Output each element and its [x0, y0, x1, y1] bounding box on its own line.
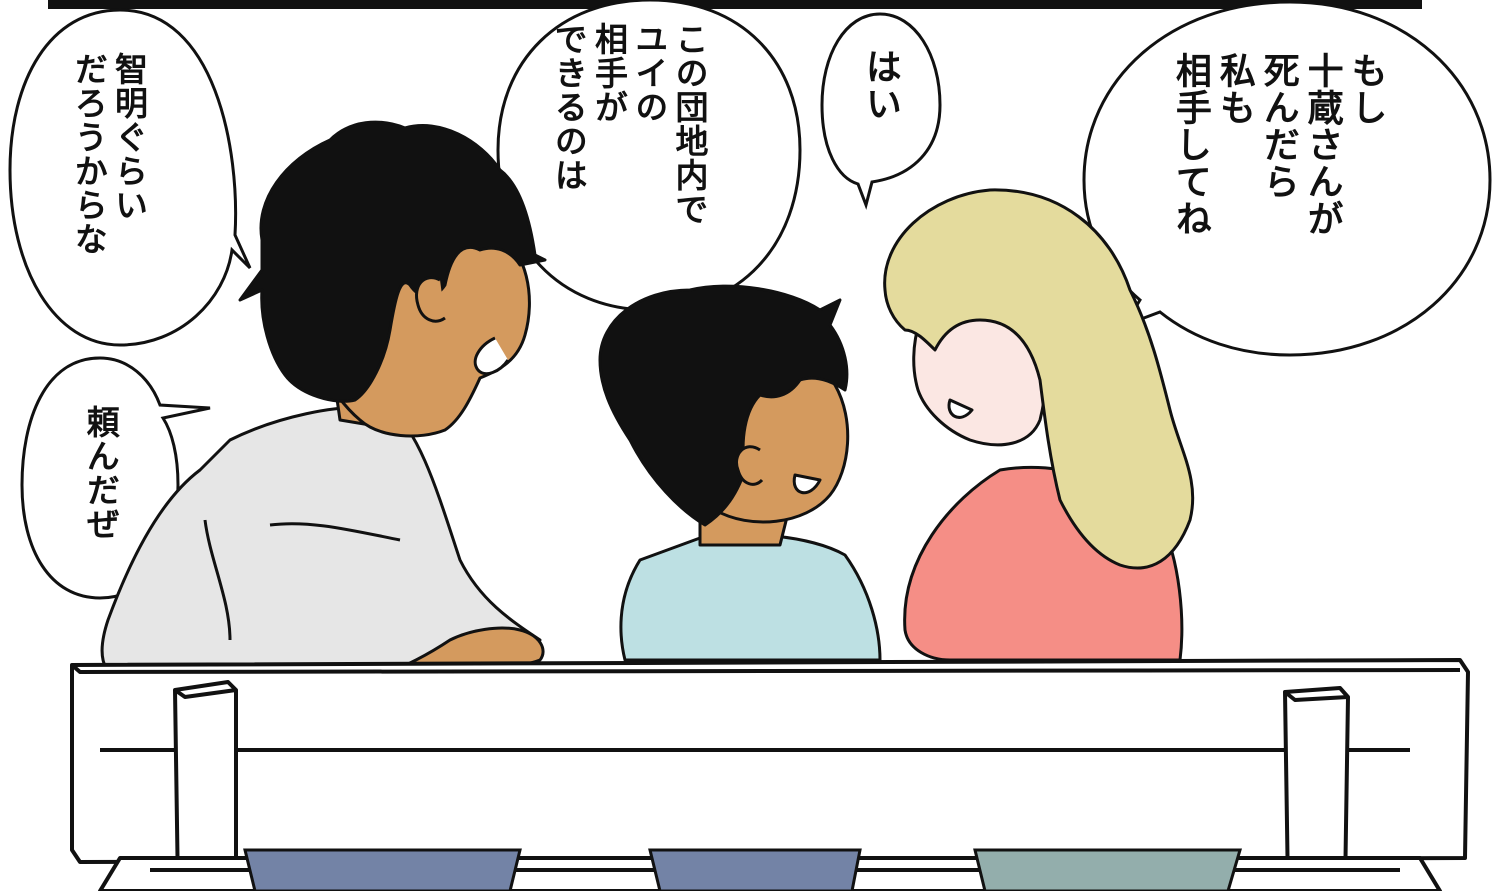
bubble-hai — [820, 12, 942, 210]
bench-backrest — [70, 658, 1470, 864]
woman-figure — [883, 188, 1195, 662]
bubble-text-left-top: 智明ぐらい だろうからな — [69, 52, 149, 256]
man-pants — [243, 848, 522, 891]
man-hair — [238, 120, 547, 403]
woman-hair — [883, 188, 1195, 570]
bubble-text-center: この団地内で ユイの 相手が できるのは — [549, 22, 709, 226]
bubble-text-hai: はい — [859, 48, 901, 122]
woman-pants — [973, 848, 1243, 891]
bubble-right — [1082, 0, 1492, 357]
legs — [243, 848, 1243, 891]
boy-shirt — [619, 532, 882, 662]
boy-figure — [598, 284, 882, 662]
panel-top-border — [48, 0, 1422, 9]
bubble-text-left-bottom: 頼んだぜ — [81, 405, 121, 541]
boy-pants — [648, 848, 862, 891]
man-shirt-lines — [203, 519, 401, 641]
bubble-left-top — [8, 8, 252, 347]
bubble-text-right: もし 十蔵さんが 死んだら 私も 相手してね — [1169, 52, 1387, 237]
boy-hair — [598, 284, 849, 527]
